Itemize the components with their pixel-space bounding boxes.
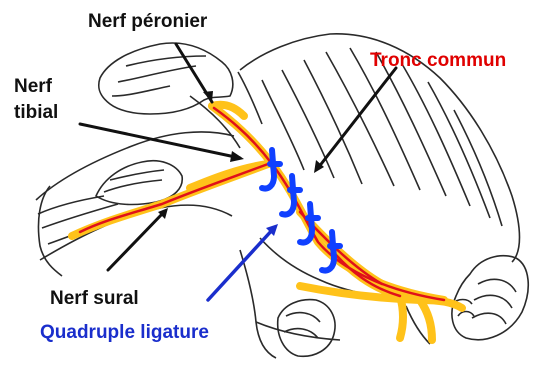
arrow-trunk — [318, 68, 396, 168]
label-peroneal-nerve: Nerf péronier — [88, 10, 207, 33]
label-quadruple-ligature: Quadruple ligature — [40, 321, 209, 344]
arrow-ligature — [208, 228, 274, 300]
label-common-trunk: Tronc commun — [370, 49, 506, 72]
label-tibial-nerve-line2: tibial — [14, 101, 58, 124]
arrow-tibial — [80, 124, 240, 158]
label-tibial-nerve-line1: Nerf — [14, 75, 52, 98]
label-sural-nerve: Nerf sural — [50, 287, 139, 310]
